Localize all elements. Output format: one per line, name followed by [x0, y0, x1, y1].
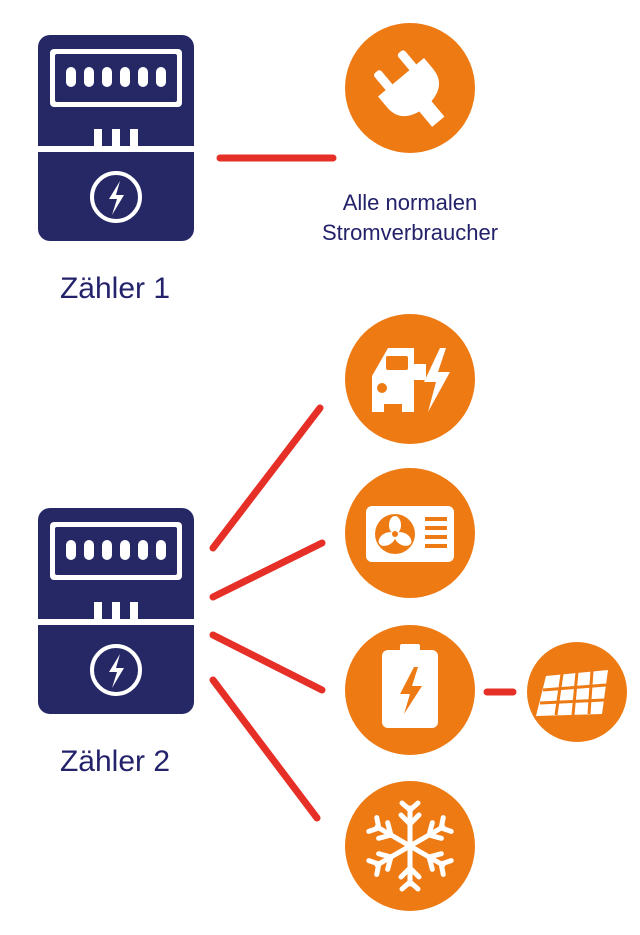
connector-meter2-battery [209, 631, 326, 694]
snowflake-icon [345, 781, 475, 911]
consumer-normal-label-line2: Stromverbraucher [321, 220, 499, 245]
meter-1 [36, 33, 196, 243]
plug-icon [345, 23, 475, 153]
meter-1-label: Zähler 1 [59, 272, 171, 305]
consumer-normal-label: Alle normalen Stromverbraucher [290, 188, 530, 248]
meter-2 [36, 506, 196, 716]
battery-charging-icon [345, 625, 475, 755]
heat-pump-fan-icon [345, 468, 475, 598]
connector-meter2-cooling [209, 676, 321, 822]
car-charging-icon [345, 314, 475, 444]
connector-meter2-heatpump [209, 539, 326, 601]
solar-panel-icon [527, 642, 627, 742]
consumer-normal-label-line1: Alle normalen [342, 190, 478, 215]
connector-meter2-ev [209, 404, 324, 552]
meter-2-label: Zähler 2 [59, 745, 171, 778]
